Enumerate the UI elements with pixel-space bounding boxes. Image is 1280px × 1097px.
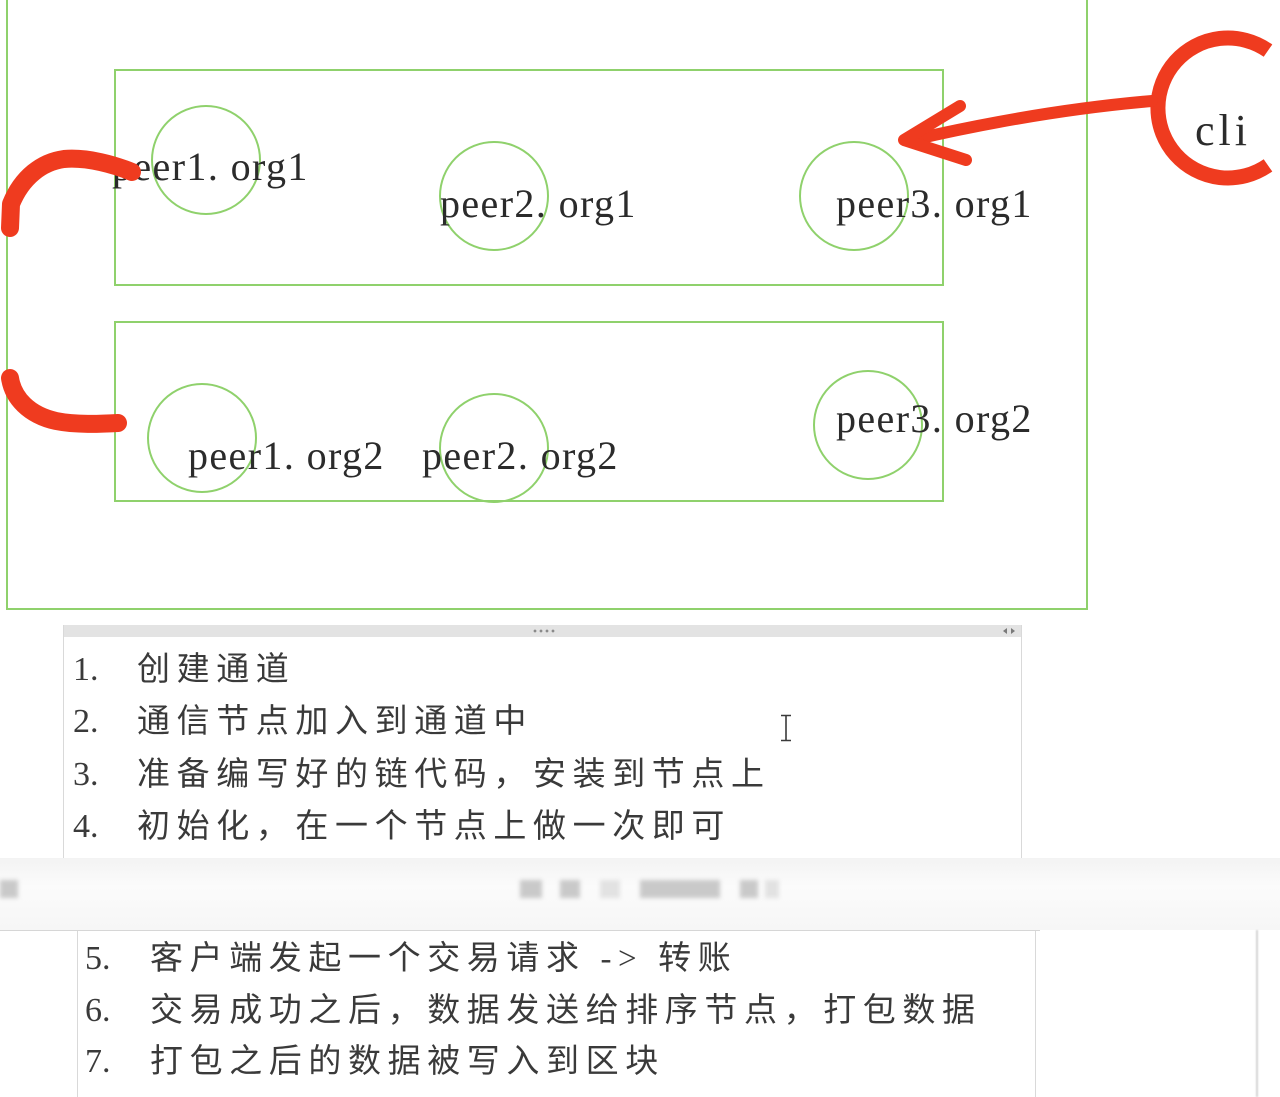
steps-list: 5. 客户端发起一个交易请求 -> 转账 6. 交易成功之后，数据发送给排序节点… [78,933,1035,1088]
step-text: 通信节点加入到通道中 [137,704,533,741]
peer-node-circle [799,141,909,251]
step-number: 7. [85,1043,111,1080]
peer-node-circle [151,105,261,215]
step-text: 打包之后的数据被写入到区块 [150,1044,665,1080]
step-number: 5. [85,940,111,977]
node-peer3-org2: peer3. org2 [813,370,1033,480]
step-number: 1. [73,651,99,688]
step-text: 客户端发起一个交易请求 -> 转账 [150,941,738,977]
grip-dots-icon[interactable] [532,629,556,633]
node-peer1-org2: peer1. org2 [147,383,385,493]
peer-node-label: peer1. org2 [188,433,385,478]
obscured-block [600,880,620,898]
list-item: 5. 客户端发起一个交易请求 -> 转账 [78,933,1035,985]
text-box-header-bar[interactable] [64,625,1021,637]
list-item: 1. 创建通道 [64,644,1021,696]
panel-edge-line [1256,930,1258,1097]
network-boundary [6,0,1088,610]
obscured-toolbar-band [0,858,1280,930]
client-label: cli [1195,106,1251,155]
obscured-block [640,880,720,898]
obscured-block [765,880,779,898]
step-number: 4. [73,807,99,845]
step-text: 初始化，在一个节点上做一次即可 [137,808,731,845]
peer1-link-lower-stroke [1,369,127,433]
list-item: 7. 打包之后的数据被写入到区块 [78,1036,1035,1088]
arrow-head [898,100,972,166]
list-item: 6. 交易成功之后，数据发送给排序节点，打包数据 [78,985,1035,1037]
obscured-block [0,880,18,898]
client-to-peer3-org1-arrow [898,95,1158,166]
peer-node-circle [439,141,549,251]
steps-text-box-2[interactable]: 5. 客户端发起一个交易请求 -> 转账 6. 交易成功之后，数据发送给排序节点… [77,931,1036,1097]
obscured-block [740,880,758,898]
org1-group [114,69,944,286]
steps-list: 1. 创建通道 2. 通信节点加入到通道中 3. 准备编写好的链代码，安装到节点… [64,644,1021,853]
text-cursor-icon [781,714,791,742]
peer-node-label: peer3. org1 [836,181,1033,226]
list-item: 2. 通信节点加入到通道中 [64,696,1021,748]
peer1-link-upper-stroke [1,149,141,237]
peer-node-label: peer2. org1 [440,181,637,226]
step-number: 6. [85,991,111,1029]
network-diagram: peer1. org1 peer2. org1 peer3. org1 peer… [1,0,1273,610]
peer-node-circle [813,370,923,480]
list-item: 3. 准备编写好的链代码，安装到节点上 [64,749,1021,801]
list-item: 4. 初始化，在一个节点上做一次即可 [64,801,1021,853]
peer-node-label: peer3. org2 [836,396,1033,441]
divider-line [0,930,1040,931]
step-number: 3. [73,755,99,793]
node-peer1-org1: peer1. org1 [112,105,309,215]
arrow-shaft [906,95,1158,146]
step-text: 准备编写好的链代码，安装到节点上 [137,756,771,793]
step-text: 交易成功之后，数据发送给排序节点，打包数据 [150,992,982,1029]
peer-node-circle [147,383,257,493]
resize-arrows-icon[interactable] [1002,628,1016,634]
peer-node-circle [439,393,549,503]
node-peer2-org2: peer2. org2 [422,393,619,503]
client-circle [1150,30,1273,186]
node-peer2-org1: peer2. org1 [439,141,637,251]
obscured-block [520,880,542,898]
org2-group [114,321,944,502]
peer-node-label: peer1. org1 [112,144,309,189]
peer-node-label: peer2. org2 [422,433,619,478]
steps-text-box-1[interactable]: 1. 创建通道 2. 通信节点加入到通道中 3. 准备编写好的链代码，安装到节点… [63,625,1022,858]
step-number: 2. [73,703,99,741]
obscured-block [560,880,580,898]
step-text: 创建通道 [137,652,296,688]
node-peer3-org1: peer3. org1 [799,141,1033,251]
